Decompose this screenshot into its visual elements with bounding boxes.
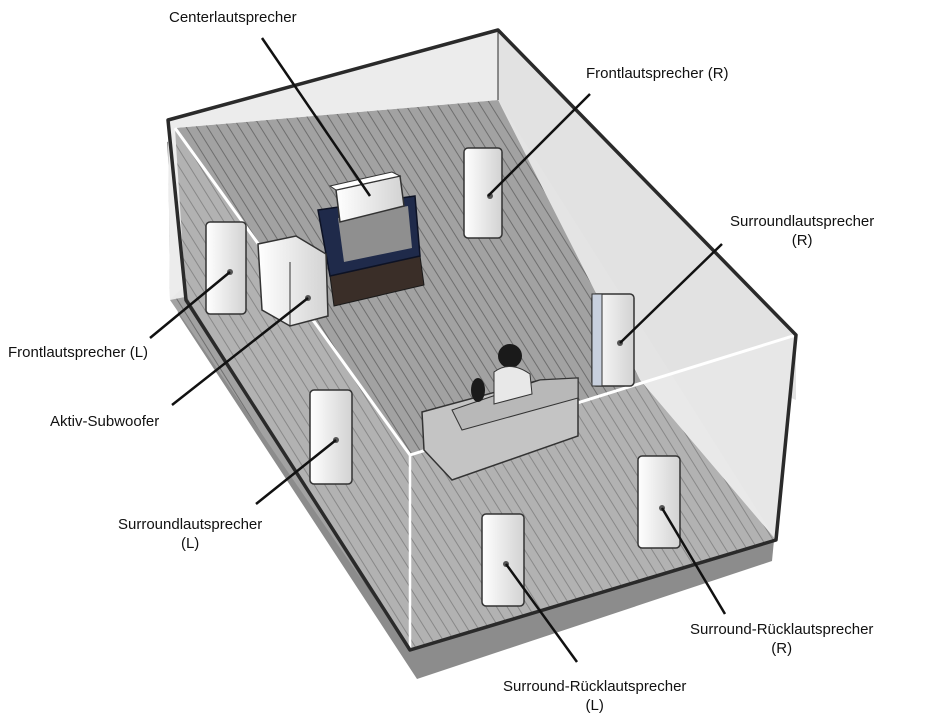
surround-right-speaker-side xyxy=(591,293,603,387)
leader-subwoofer xyxy=(171,297,309,406)
leader-center xyxy=(260,37,372,197)
label-surround-right-line1: Surroundlautsprecher xyxy=(730,213,875,230)
back-left-speaker xyxy=(481,513,525,607)
front-right-speaker xyxy=(463,147,503,239)
person-body xyxy=(493,366,533,405)
label-back-right-line2: (R) xyxy=(771,640,793,657)
label-surround-right-line2: (R) xyxy=(791,232,813,249)
label-surround-left: Surroundlautsprecher (L) xyxy=(118,515,262,553)
label-back-left-line2: (L) xyxy=(585,697,604,714)
leader-front-right xyxy=(487,93,591,197)
right-wall-face xyxy=(498,30,796,540)
tv-screen xyxy=(338,206,412,262)
leader-front-left xyxy=(149,271,231,339)
person-small xyxy=(471,378,485,402)
label-back-right: Surround-Rücklautsprecher (R) xyxy=(690,620,873,658)
label-surround-left-line2: (L) xyxy=(180,535,200,552)
surround-left-speaker xyxy=(309,389,353,485)
front-left-speaker xyxy=(205,221,247,315)
label-center: Centerlautsprecher xyxy=(169,9,297,26)
label-back-left-line1: Surround-Rücklautsprecher xyxy=(503,678,687,695)
leader-back-left xyxy=(504,563,579,663)
leader-surround-right xyxy=(619,243,723,344)
back-right-speaker xyxy=(637,455,681,549)
label-front-left: Frontlautsprecher (L) xyxy=(8,344,149,361)
label-subwoofer: Aktiv-Subwoofer xyxy=(50,413,160,430)
label-surround-right: Surroundlautsprecher (R) xyxy=(730,212,874,250)
label-back-right-line1: Surround-Rücklautsprecher xyxy=(690,621,874,638)
person-head xyxy=(498,344,522,368)
left-wall-face xyxy=(170,30,498,128)
leader-back-right xyxy=(660,507,727,615)
leader-surround-left xyxy=(255,439,337,505)
label-back-left: Surround-Rücklautsprecher (L) xyxy=(503,677,686,715)
subwoofer xyxy=(257,235,329,327)
label-surround-left-line1: Surroundlautsprecher xyxy=(118,516,263,533)
center-speaker-top xyxy=(328,171,402,191)
label-front-right: Frontlautsprecher (R) xyxy=(586,65,729,82)
